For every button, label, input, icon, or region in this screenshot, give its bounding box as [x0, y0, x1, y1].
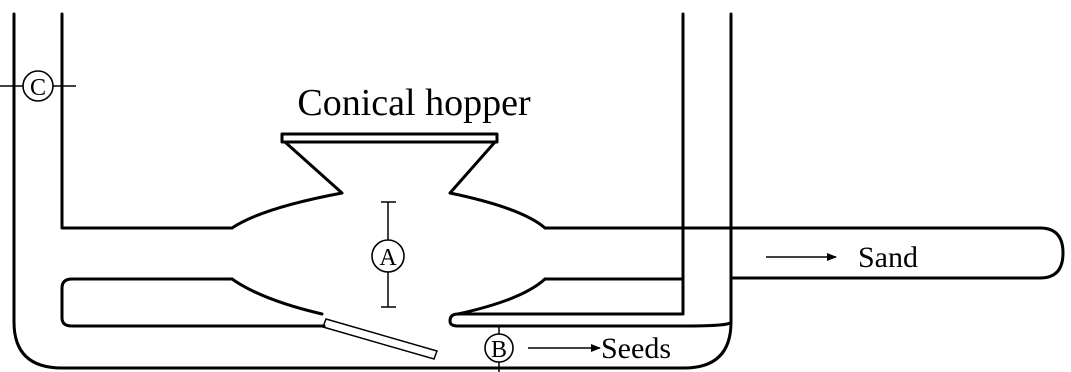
marker-c-circle — [22, 70, 54, 102]
marker-a-label: A — [379, 245, 397, 271]
inner-riser-wall — [448, 12, 733, 328]
marker-b-circle — [484, 333, 514, 363]
lower-passage-wall — [60, 277, 326, 328]
separation-chamber — [230, 140, 547, 316]
sand-outlet-duct — [543, 226, 1065, 281]
marker-a-circle — [371, 239, 405, 273]
marker-b-label: B — [491, 337, 507, 363]
inner-left-duct-wall — [60, 12, 234, 230]
seed-discharge-flap — [322, 318, 438, 360]
sand-label: Sand — [858, 241, 918, 274]
seeds-label: Seeds — [601, 332, 671, 365]
hopper-lid — [280, 132, 499, 144]
hopper-title: Conical hopper — [297, 82, 531, 124]
marker-c-label: C — [30, 75, 46, 101]
outer-duct-wall — [12, 12, 733, 370]
